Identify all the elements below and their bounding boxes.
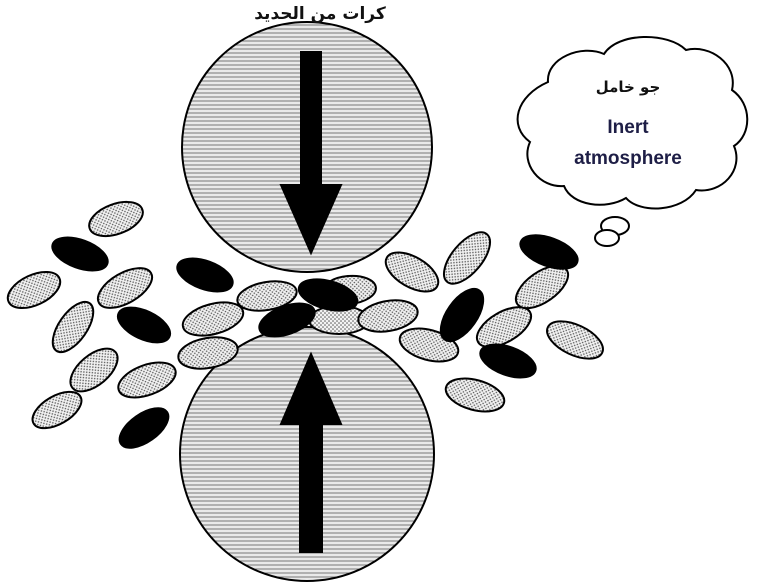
particle — [31, 390, 83, 430]
steel-balls-label: كرات من الحديد — [254, 4, 386, 24]
particle — [357, 299, 419, 333]
particle — [479, 343, 537, 379]
particle — [519, 234, 579, 270]
particle — [51, 236, 109, 272]
particle — [546, 320, 604, 360]
particle — [117, 361, 177, 399]
cloud-icon — [516, 35, 749, 247]
particle — [442, 231, 492, 285]
particle — [6, 270, 62, 310]
particle — [69, 347, 119, 393]
particle — [444, 377, 506, 413]
up-arrow-icon — [279, 351, 343, 553]
particle — [177, 336, 239, 370]
particle — [181, 301, 245, 337]
particle — [475, 306, 533, 348]
particle — [96, 267, 154, 309]
particle — [514, 264, 570, 310]
particle — [384, 251, 440, 293]
particle — [236, 280, 298, 312]
powder-particles-dark — [51, 234, 579, 449]
inert-atmosphere-label-line2: atmosphere — [574, 148, 682, 169]
particle — [176, 257, 234, 293]
inert-atmosphere-label-line1: Inert — [607, 117, 649, 138]
particle — [118, 407, 170, 449]
particle — [116, 306, 172, 344]
particle — [51, 300, 95, 354]
particle — [439, 287, 485, 343]
down-arrow-icon — [279, 51, 343, 256]
inert-atmosphere-arabic-label: جو خامل — [595, 78, 661, 96]
particle — [258, 302, 316, 338]
particle — [297, 278, 359, 312]
powder-particles-light — [6, 200, 604, 430]
particle — [88, 200, 144, 238]
